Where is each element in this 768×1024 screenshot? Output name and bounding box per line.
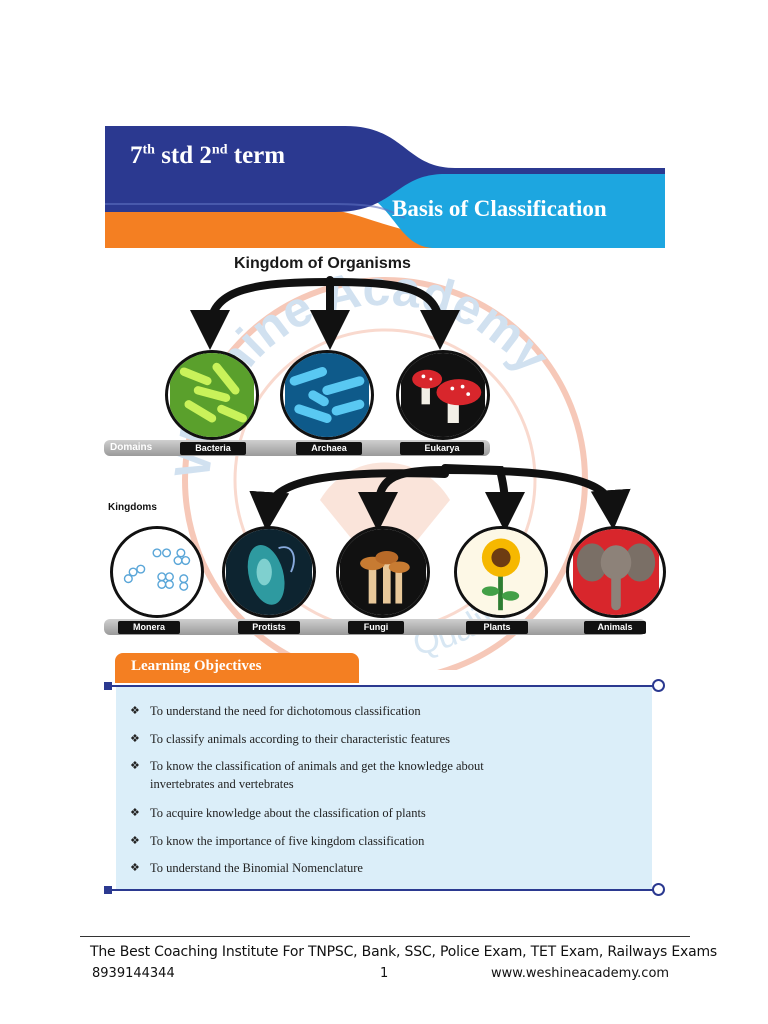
domains-label: Domains	[110, 442, 153, 453]
footer-rule	[80, 936, 690, 937]
learning-objectives-title: Learning Objectives	[131, 658, 262, 674]
domain-tag-archaea: Archaea	[296, 442, 362, 455]
top-rule-square	[104, 682, 112, 690]
learning-objectives-tab: Learning Objectives	[115, 653, 359, 683]
kingdoms-label: Kingdoms	[108, 502, 157, 513]
diagram-title: Kingdom of Organisms	[234, 255, 411, 272]
kingdom-tag-animals: Animals	[584, 621, 646, 634]
bottom-rule-dot	[652, 883, 665, 896]
archaea-image	[280, 350, 374, 440]
plants-image	[454, 526, 548, 618]
kingdom-tag-monera: Monera	[118, 621, 180, 634]
fungi-image	[336, 526, 430, 618]
footer-tagline: The Best Coaching Institute For TNPSC, B…	[90, 944, 718, 960]
protists-image	[222, 526, 316, 618]
domain-tag-bacteria: Bacteria	[180, 442, 246, 455]
domain-tag-eukarya: Eukarya	[400, 442, 484, 455]
learning-objectives-box	[116, 687, 652, 890]
monera-image	[110, 526, 204, 618]
animals-image	[566, 526, 666, 618]
kingdom-tag-protists: Protists	[238, 621, 300, 634]
footer-phone: 8939144344	[92, 966, 175, 981]
bacteria-image	[165, 350, 259, 440]
bottom-rule	[108, 889, 658, 891]
footer-website[interactable]: www.weshineacademy.com	[491, 966, 670, 981]
header-banner	[105, 126, 665, 248]
bottom-rule-square	[104, 886, 112, 894]
page-number: 1	[380, 966, 389, 981]
tree-arrows	[190, 276, 631, 532]
header-title: 7th std 2nd term	[130, 142, 286, 169]
kingdom-tag-plants: Plants	[466, 621, 528, 634]
top-rule-dot	[652, 679, 665, 692]
top-rule	[108, 685, 658, 687]
eukarya-image	[396, 350, 490, 440]
header-subtitle: Basis of Classification	[392, 196, 607, 221]
kingdom-tag-fungi: Fungi	[348, 621, 404, 634]
